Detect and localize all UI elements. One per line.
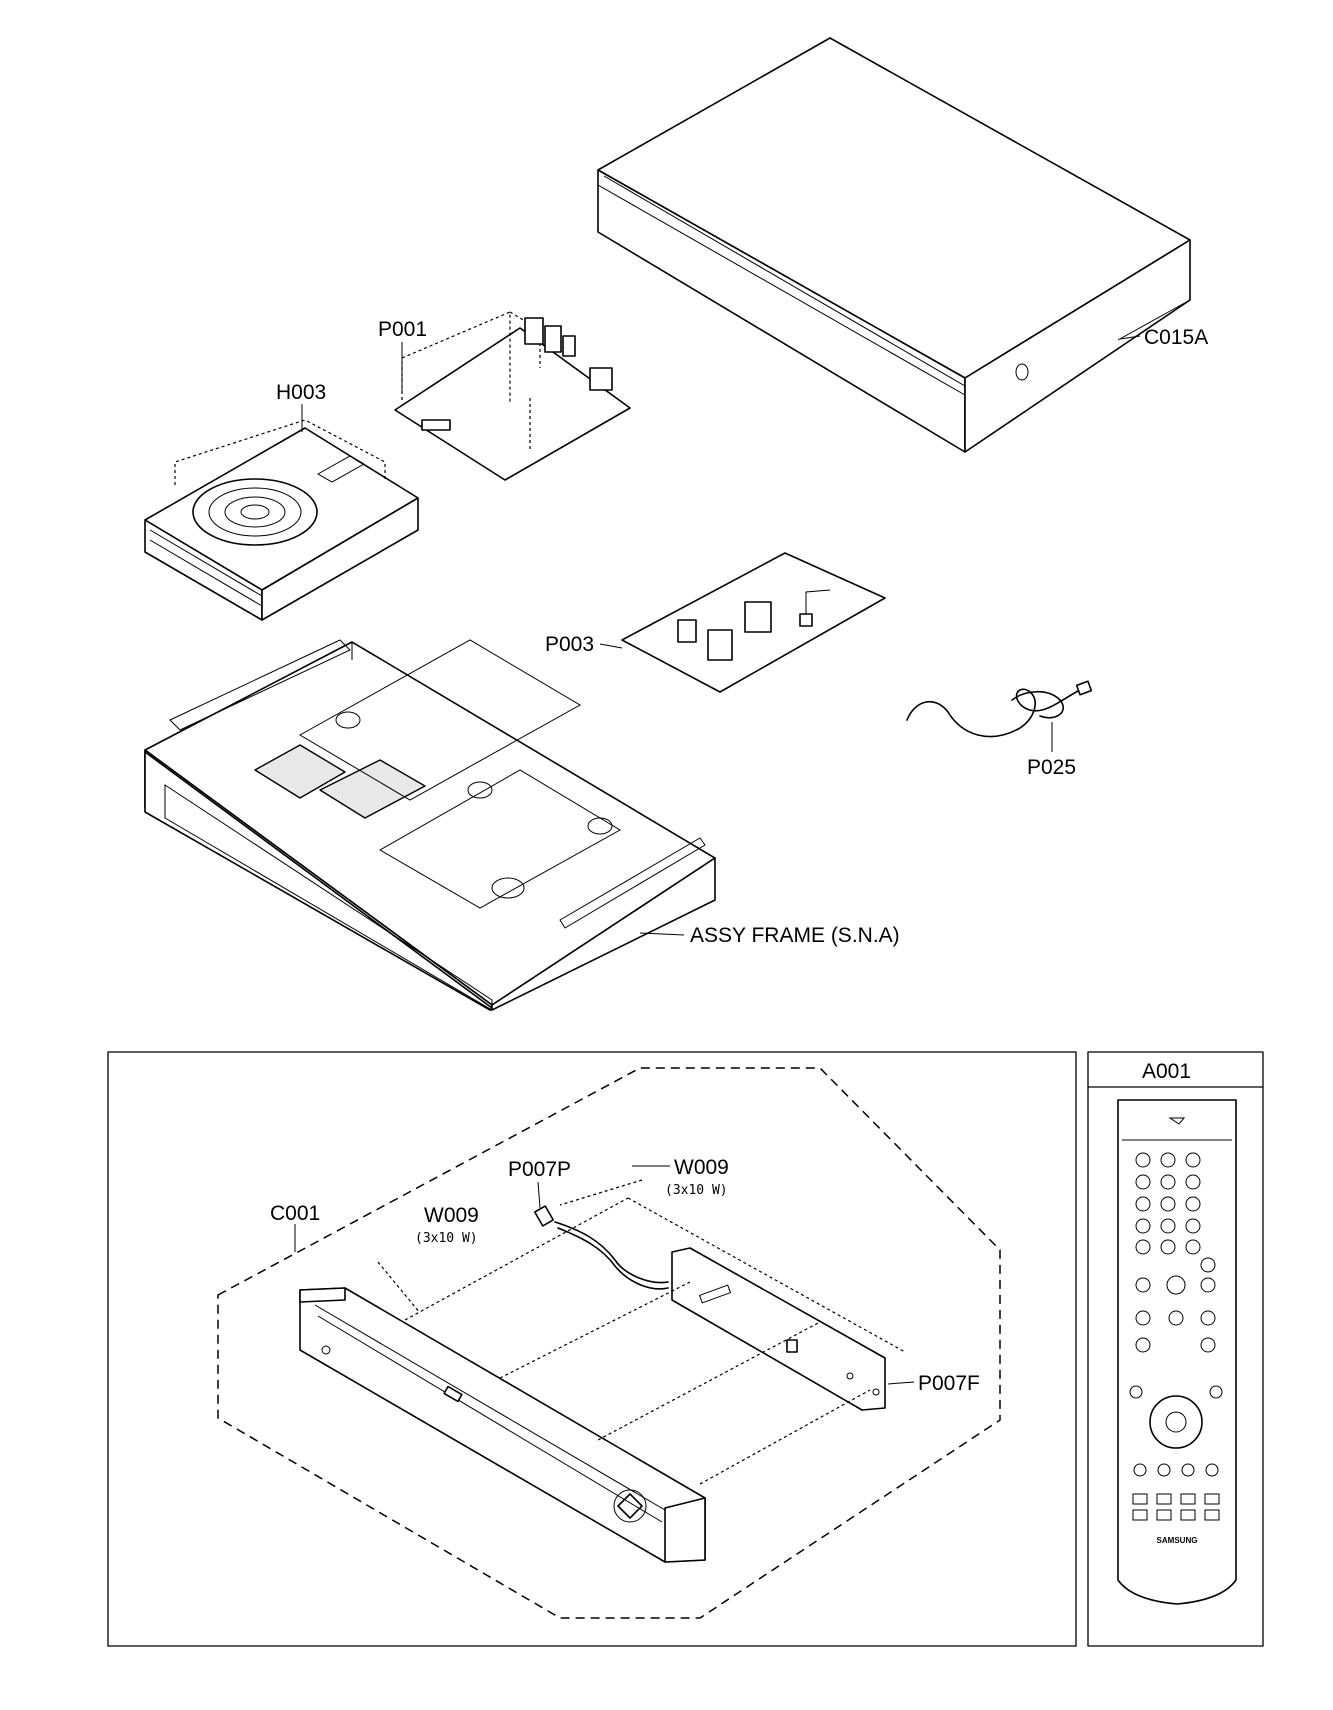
- leader-p007f: [887, 1381, 915, 1385]
- disc-loader-h003: [144, 419, 419, 621]
- label-p007f: P007F: [918, 1372, 980, 1395]
- label-p001: P001: [378, 318, 427, 341]
- assy-frame: [144, 639, 716, 1011]
- front-panel-box: [107, 1051, 1077, 1647]
- label-a001: A001: [1142, 1060, 1191, 1083]
- remote-bottom-keys: [1132, 1463, 1220, 1521]
- front-panel-c001: [299, 1287, 706, 1563]
- leader-p003: [599, 643, 623, 649]
- main-board-p001: [394, 311, 631, 481]
- label-w009-right: W009: [674, 1156, 729, 1179]
- remote-box: [1087, 1051, 1264, 1647]
- top-cover-c015a: [597, 37, 1191, 453]
- leader-c015a: [1119, 335, 1141, 340]
- label-p003: P003: [545, 633, 594, 656]
- label-h003: H003: [276, 381, 326, 404]
- label-w009-right-spec: (3x10 W): [665, 1183, 728, 1198]
- label-p025: P025: [1027, 756, 1076, 779]
- smps-board-p003: [621, 552, 886, 693]
- remote-brand-logo: SAMSUNG: [1157, 1536, 1198, 1545]
- assembly-lines: [377, 1179, 906, 1485]
- remote-nav-pad: [1129, 1385, 1223, 1449]
- remote-a001: SAMSUNG: [1117, 1099, 1237, 1605]
- leader-p007p: [537, 1181, 541, 1209]
- c001-enclosure: [217, 1067, 1001, 1619]
- label-c015a: C015A: [1144, 326, 1208, 349]
- wire-p007p: [534, 1205, 669, 1290]
- label-c001: C001: [270, 1202, 320, 1225]
- remote-number-keys: [1135, 1152, 1216, 1353]
- power-cord-p025: [906, 680, 1093, 738]
- pcb-p007f: [671, 1247, 886, 1411]
- leader-assy-frame: [639, 932, 685, 936]
- label-w009-left: W009: [424, 1204, 479, 1227]
- label-assy-frame: ASSY FRAME (S.N.A): [690, 924, 900, 947]
- label-p007p: P007P: [508, 1158, 571, 1181]
- label-w009-left-spec: (3x10 W): [415, 1231, 478, 1246]
